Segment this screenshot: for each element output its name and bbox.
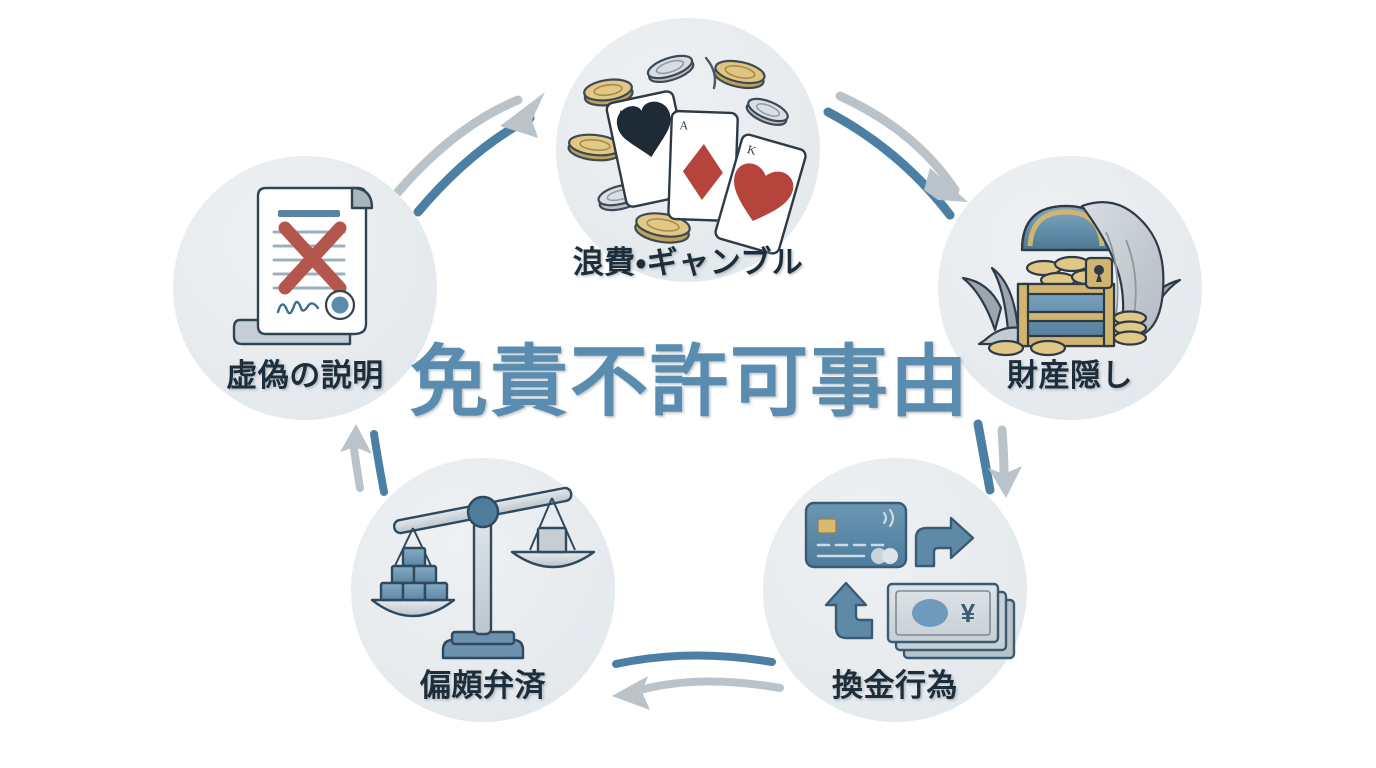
arrow-group bbox=[340, 91, 1022, 710]
arrow-gambling-to-hiding bbox=[823, 91, 968, 220]
playing-cards-and-coins-icon: A A K bbox=[567, 54, 807, 255]
node-label-biased-repayment: 偏頗弁済 bbox=[419, 668, 546, 703]
document-with-red-x-icon bbox=[232, 186, 374, 346]
node-label-gambling: 浪費・ギャンブル bbox=[573, 245, 804, 280]
node-cashing[interactable]: ¥ 換金行為 bbox=[763, 458, 1027, 722]
svg-text:¥: ¥ bbox=[961, 598, 976, 628]
node-label-hiding-assets: 財産隠し bbox=[1007, 358, 1133, 393]
svg-text:K: K bbox=[746, 142, 759, 158]
arrow-repayment-to-false bbox=[340, 424, 388, 496]
page-title: 免責不許可事由 bbox=[410, 338, 970, 426]
node-label-cashing: 換金行為 bbox=[832, 668, 958, 703]
arrow-cashing-to-repayment bbox=[612, 651, 784, 710]
arrow-hiding-to-cashing bbox=[973, 419, 1022, 498]
node-gambling[interactable]: A A K 浪費・ギャンブル bbox=[556, 18, 820, 282]
arrow-false-to-gambling bbox=[393, 92, 545, 217]
node-hiding-assets[interactable]: 財産隠し bbox=[938, 156, 1202, 420]
node-biased-repayment[interactable]: 偏頗弁済 bbox=[351, 458, 615, 722]
svg-text:A: A bbox=[679, 118, 688, 132]
node-label-false-statement: 虚偽の説明 bbox=[226, 358, 384, 393]
credit-card-to-cash-icon: ¥ bbox=[804, 501, 1016, 660]
unbalanced-scales-icon bbox=[370, 486, 596, 660]
treasure-chest-covered-icon bbox=[961, 201, 1182, 357]
node-false-statement[interactable]: 虚偽の説明 bbox=[173, 156, 437, 420]
